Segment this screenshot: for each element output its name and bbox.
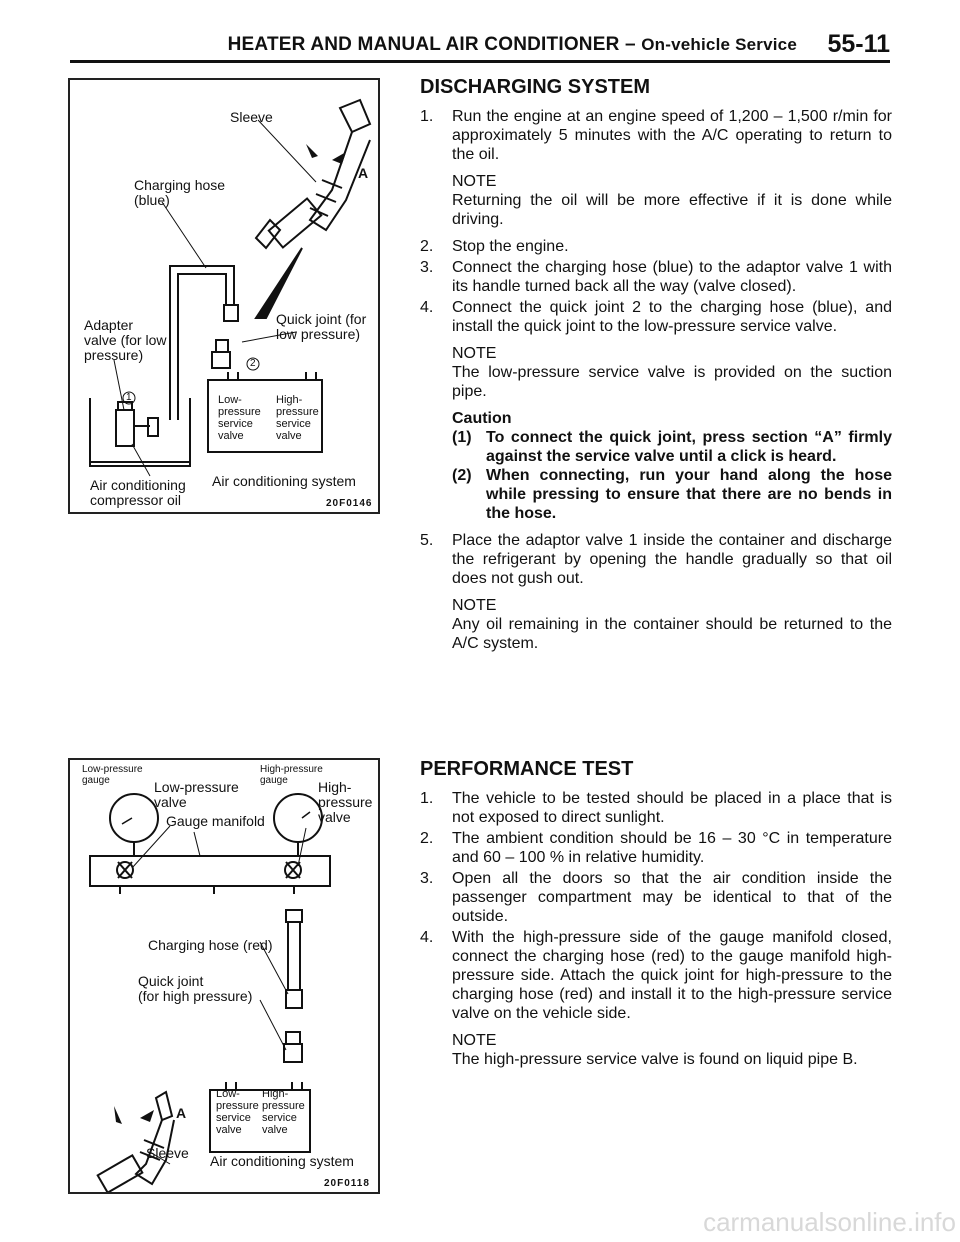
performance-step-4-text: With the high-pressure side of the gauge…: [452, 929, 892, 1022]
header-title-sub: On-vehicle Service: [641, 35, 797, 54]
discharging-step-1-text: Run the engine at an engine speed of 1,2…: [452, 108, 892, 163]
discharging-title: DISCHARGING SYSTEM: [420, 76, 651, 98]
page-header: HEATER AND MANUAL AIR CONDITIONER – On-v…: [0, 0, 960, 63]
fig1-label-ac-system: Air conditioning system: [212, 473, 356, 489]
performance-step-3-text: Open all the doors so that the air condi…: [452, 870, 892, 925]
performance-note-label: NOTE: [452, 1032, 497, 1049]
fig2-label-low-pressure-service: Low- pressure service valve: [216, 1088, 259, 1136]
fig2-label-a: A: [176, 1105, 187, 1121]
performance-step-1: 1.The vehicle to be tested should be pla…: [420, 790, 892, 826]
discharging-note-1-label: NOTE: [452, 173, 497, 190]
discharging-step-4-text: Connect the quick joint 2 to the chargin…: [452, 299, 892, 335]
fig2-label-gauge-manifold: Gauge manifold: [166, 813, 265, 829]
performance-note-1: The high-pressure service valve is found…: [452, 1051, 858, 1068]
discharging-step-2-text: Stop the engine.: [452, 238, 569, 255]
discharging-caution-2-text: When connecting, run your hand along the…: [486, 467, 892, 522]
fig2-label-sleeve: Sleeve: [146, 1145, 189, 1161]
fig1-label-low-pressure-valve: Low- pressure service valve: [218, 394, 261, 442]
header-rule: [70, 60, 890, 63]
fig2-label-quick-joint: Quick joint (for high pressure): [138, 973, 253, 1004]
performance-section: PERFORMANCE TEST 1.The vehicle to be tes…: [420, 758, 892, 1077]
fig1-marker-2: 2: [250, 358, 256, 369]
performance-step-4: 4.With the high-pressure side of the gau…: [420, 929, 892, 1022]
watermark-link[interactable]: carmanualsonline.info: [703, 1207, 956, 1237]
fig1-code: 20F0146: [326, 498, 373, 509]
discharging-step-5-text: Place the adaptor valve 1 inside the con…: [452, 532, 892, 587]
fig2-label-high-pressure-gauge: High-pressure gauge: [260, 764, 323, 786]
performance-step-2-text: The ambient condition should be 16 – 30 …: [452, 830, 892, 866]
fig1-label-charging-hose: Charging hose (blue): [134, 177, 226, 208]
fig1-marker-1: 1: [126, 392, 132, 403]
fig2-label-low-pressure-gauge: Low-pressure gauge: [82, 764, 143, 786]
discharging-note-2-label: NOTE: [452, 345, 497, 362]
fig1-label-compressor-oil: Air conditioning compressor oil: [90, 477, 186, 508]
fig2-code: 20F0118: [324, 1178, 370, 1189]
page-number: 55-11: [827, 30, 890, 58]
discharging-section: DISCHARGING SYSTEM 1.Run the engine at a…: [420, 76, 892, 661]
fig2-label-charging-hose-red: Charging hose (red): [148, 937, 273, 953]
figure-performance-drawing: [89, 793, 331, 1192]
fig1-label-sleeve: Sleeve: [230, 109, 273, 125]
discharging-step-2: 2.Stop the engine.: [420, 238, 569, 255]
fig2-label-low-pressure-valve: Low-pressure valve: [154, 779, 239, 810]
discharging-step-4: 4.Connect the quick joint 2 to the charg…: [420, 299, 892, 335]
fig1-label-a: A: [358, 165, 369, 181]
fig1-label-high-pressure-valve: High- pressure service valve: [276, 394, 319, 442]
fig2-label-high-pressure-valve: High- pressure valve: [318, 779, 373, 825]
discharging-step-1: 1.Run the engine at an engine speed of 1…: [420, 108, 892, 163]
fig1-label-quick-joint: Quick joint (for low pressure): [276, 311, 367, 342]
discharging-step-5: 5.Place the adaptor valve 1 inside the c…: [420, 532, 892, 587]
discharging-caution-2: (2)When connecting, run your hand along …: [452, 467, 892, 522]
performance-step-3: 3.Open all the doors so that the air con…: [420, 870, 892, 925]
discharging-note-2: The low-pressure service valve is provid…: [452, 364, 892, 400]
fig2-label-high-pressure-service: High- pressure service valve: [262, 1088, 305, 1136]
discharging-step-3-text: Connect the charging hose (blue) to the …: [452, 259, 892, 295]
discharging-step-3: 3.Connect the charging hose (blue) to th…: [420, 259, 892, 295]
performance-step-1-text: The vehicle to be tested should be place…: [452, 790, 892, 826]
figure-performance: Low-pressure gauge High-pressure gauge L…: [68, 758, 380, 1194]
discharging-caution-1-text: To connect the quick joint, press sectio…: [486, 429, 892, 465]
performance-step-2: 2.The ambient condition should be 16 – 3…: [420, 830, 892, 866]
header-title-main: HEATER AND MANUAL AIR CONDITIONER: [227, 34, 620, 55]
discharging-note-1: Returning the oil will be more effective…: [452, 192, 892, 228]
performance-title: PERFORMANCE TEST: [420, 758, 634, 780]
header-title: HEATER AND MANUAL AIR CONDITIONER – On-v…: [228, 34, 797, 56]
discharging-note-3: Any oil remaining in the container shoul…: [452, 616, 892, 652]
header-title-dash: –: [619, 34, 642, 55]
discharging-caution-label: Caution: [452, 410, 512, 427]
discharging-caution-1: (1)To connect the quick joint, press sec…: [452, 429, 892, 465]
fig1-label-adapter-valve: Adapter valve (for low pressure): [84, 317, 167, 363]
discharging-note-3-label: NOTE: [452, 597, 497, 614]
figure-discharging: Sleeve A Charging hose (blue) Adapter va…: [68, 78, 380, 514]
figure-discharging-drawing: [89, 98, 372, 477]
fig2-label-ac-system: Air conditioning system: [210, 1153, 354, 1169]
